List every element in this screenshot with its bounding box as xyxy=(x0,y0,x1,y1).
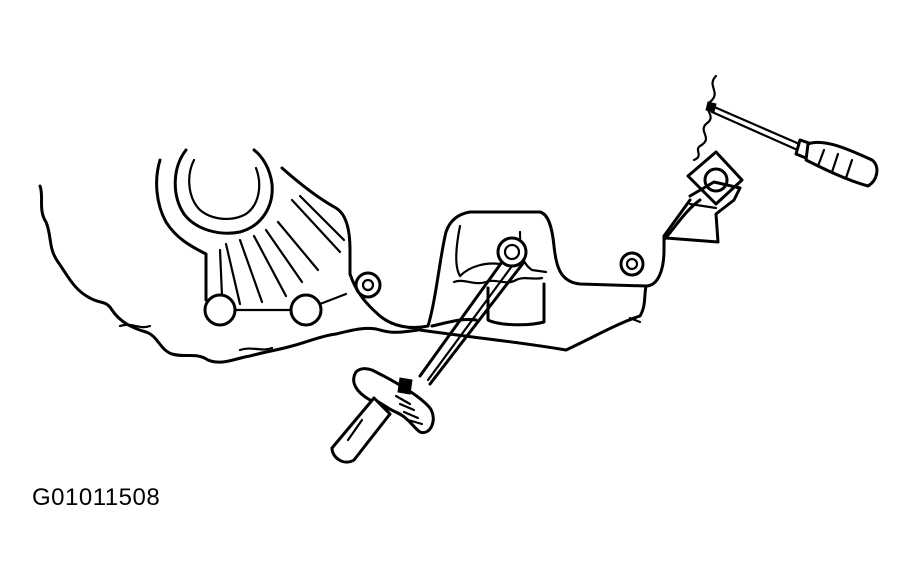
screwdriver xyxy=(705,101,879,188)
flange-bracket xyxy=(348,198,702,352)
figure-code-label: G01011508 xyxy=(32,484,161,511)
break-line xyxy=(692,74,718,162)
transmission-case xyxy=(38,148,420,364)
mount-bracket xyxy=(664,150,744,244)
torque-wrench xyxy=(330,236,528,464)
